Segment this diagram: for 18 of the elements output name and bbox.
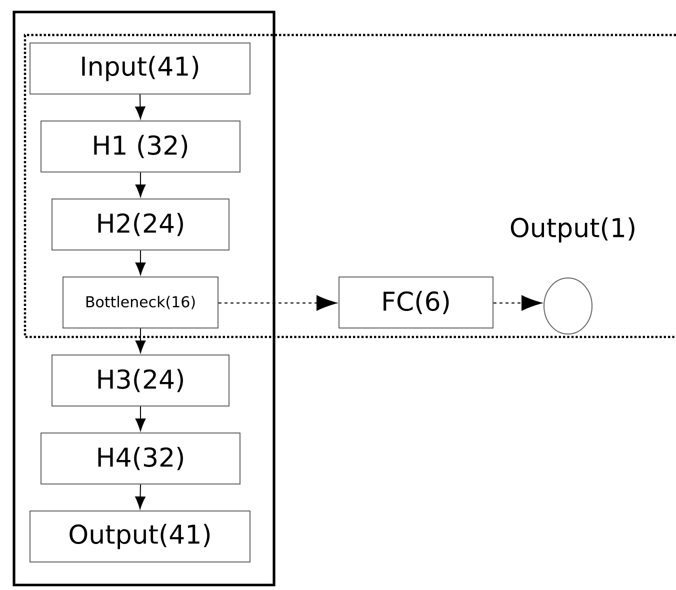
layer-box: H2(24) — [52, 198, 230, 250]
layer-box: FC(6) — [338, 276, 494, 328]
arrow — [135, 328, 146, 354]
arrow — [135, 172, 146, 198]
node-caption: Output(1) — [510, 217, 634, 242]
layer-box: H4(32) — [40, 432, 240, 484]
output-circle — [544, 278, 592, 334]
layer-box: Bottleneck(16) — [62, 276, 218, 328]
arrow — [135, 250, 146, 276]
arrow — [135, 484, 146, 510]
arrow — [135, 406, 146, 432]
arrow — [135, 94, 146, 120]
layer-box: H3(24) — [52, 354, 230, 406]
arrow — [218, 295, 337, 311]
arrow — [493, 295, 542, 311]
layer-box: Output(41) — [30, 510, 250, 562]
layer-box: H1 (32) — [40, 120, 240, 172]
layer-box: Input(41) — [30, 42, 250, 94]
